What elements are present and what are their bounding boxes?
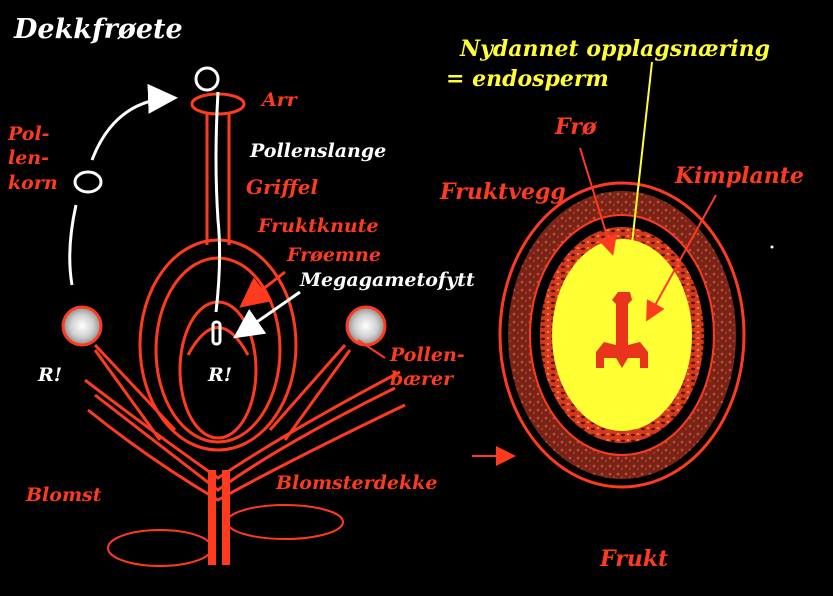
stamen-filament-right: [268, 344, 347, 431]
base-ellipse-right: [226, 504, 344, 540]
pollen-grain-top: [194, 66, 220, 92]
label-kimplante: Kimplante: [674, 163, 804, 189]
megagametofytt-arrow: [233, 290, 301, 339]
nydannet-arrow: [621, 61, 653, 266]
kimplante-embryo: [596, 292, 648, 368]
pollen-grain-left: [73, 170, 103, 194]
label-megagametofytt: Megagametofytt: [299, 269, 475, 291]
label-pollenkorn-2: len-: [8, 147, 49, 169]
fro-arrow: [579, 147, 617, 256]
fruit-figure: [498, 181, 746, 489]
kimplante-arrow: [646, 194, 717, 322]
pollenslange-tube: [214, 91, 222, 313]
label-r-left: R!: [37, 364, 62, 386]
pollen-sacs: [61, 305, 387, 347]
pollen-sac-right: [345, 305, 387, 347]
label-pollenbaerer-2: bærer: [390, 368, 455, 390]
fruktvegg-outer: [498, 181, 746, 489]
label-pollenkorn: Pol- len- korn: [7, 123, 58, 194]
pollen-flight-arrow: [68, 204, 78, 286]
label-pollenkorn-3: korn: [8, 172, 58, 194]
label-pollenbaerer-1: Pollen-: [389, 344, 465, 366]
label-griffel: Griffel: [246, 175, 318, 199]
base-ellipse-left: [107, 529, 213, 567]
label-froemne: Frøemne: [286, 244, 381, 266]
pollen-path: [68, 66, 301, 346]
fruit-arrows: [472, 61, 717, 466]
diagram-title: Dekkfrøete: [13, 14, 183, 45]
froemne-arrow: [239, 270, 286, 308]
perianth-lines: [84, 370, 401, 480]
label-r-center: R!: [207, 364, 232, 386]
label-pollenkorn-1: Pol-: [7, 123, 50, 145]
label-arr: Arr: [260, 89, 299, 111]
label-nydannet: Nydannet opplagsnæring: [459, 36, 770, 62]
megagametofytt-cell: [211, 320, 222, 346]
label-fruktknute: Fruktknute: [257, 215, 379, 237]
pollenbaerer-pointer: [357, 339, 386, 359]
label-frukt: Frukt: [599, 546, 668, 572]
label-fruktvegg: Fruktvegg: [439, 179, 566, 205]
pollen-sac-left: [61, 305, 103, 347]
stray-dot: [770, 245, 774, 249]
label-blomsterdekke: Blomsterdekke: [275, 472, 437, 494]
label-blomst: Blomst: [25, 484, 102, 506]
label-pollenbaerer: Pollen- bærer: [389, 344, 471, 390]
label-fro: Frø: [554, 114, 598, 140]
label-pollenslange: Pollenslange: [249, 140, 386, 162]
label-endosperm: = endosperm: [446, 66, 609, 92]
